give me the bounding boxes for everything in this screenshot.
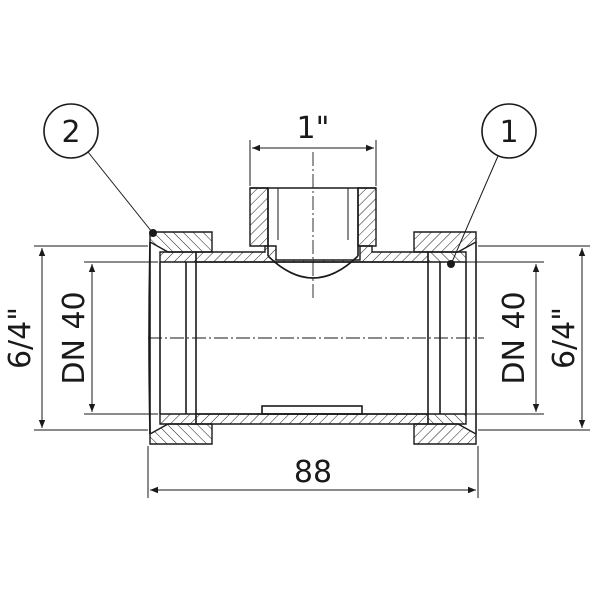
dimension-top-thread-label: 1" <box>297 111 330 146</box>
dimension-left-nominal-label: DN 40 <box>57 291 92 384</box>
dimension-right-nominal: DN 40 <box>466 261 544 415</box>
left-union-section <box>148 231 213 445</box>
dimension-left-outer: 6/4" <box>3 245 148 431</box>
centerlines <box>148 152 484 339</box>
balloon-right-label: 1 <box>499 115 518 150</box>
dimension-top-thread: 1" <box>249 111 377 186</box>
top-branch-section <box>249 187 377 279</box>
main-body-section <box>195 245 429 425</box>
dimension-length: 88 <box>147 446 479 498</box>
balloon-left: 2 <box>43 103 157 237</box>
dimension-length-label: 88 <box>294 455 332 490</box>
dimension-right-outer: 6/4" <box>478 245 590 431</box>
balloon-right: 1 <box>447 103 537 268</box>
balloon-left-label: 2 <box>61 115 80 150</box>
dimension-left-outer-label: 6/4" <box>3 307 38 369</box>
right-union-section <box>413 231 477 445</box>
dimension-right-nominal-label: DN 40 <box>497 291 532 384</box>
dimension-right-outer-label: 6/4" <box>547 307 582 369</box>
dimension-left-nominal: DN 40 <box>57 261 158 415</box>
